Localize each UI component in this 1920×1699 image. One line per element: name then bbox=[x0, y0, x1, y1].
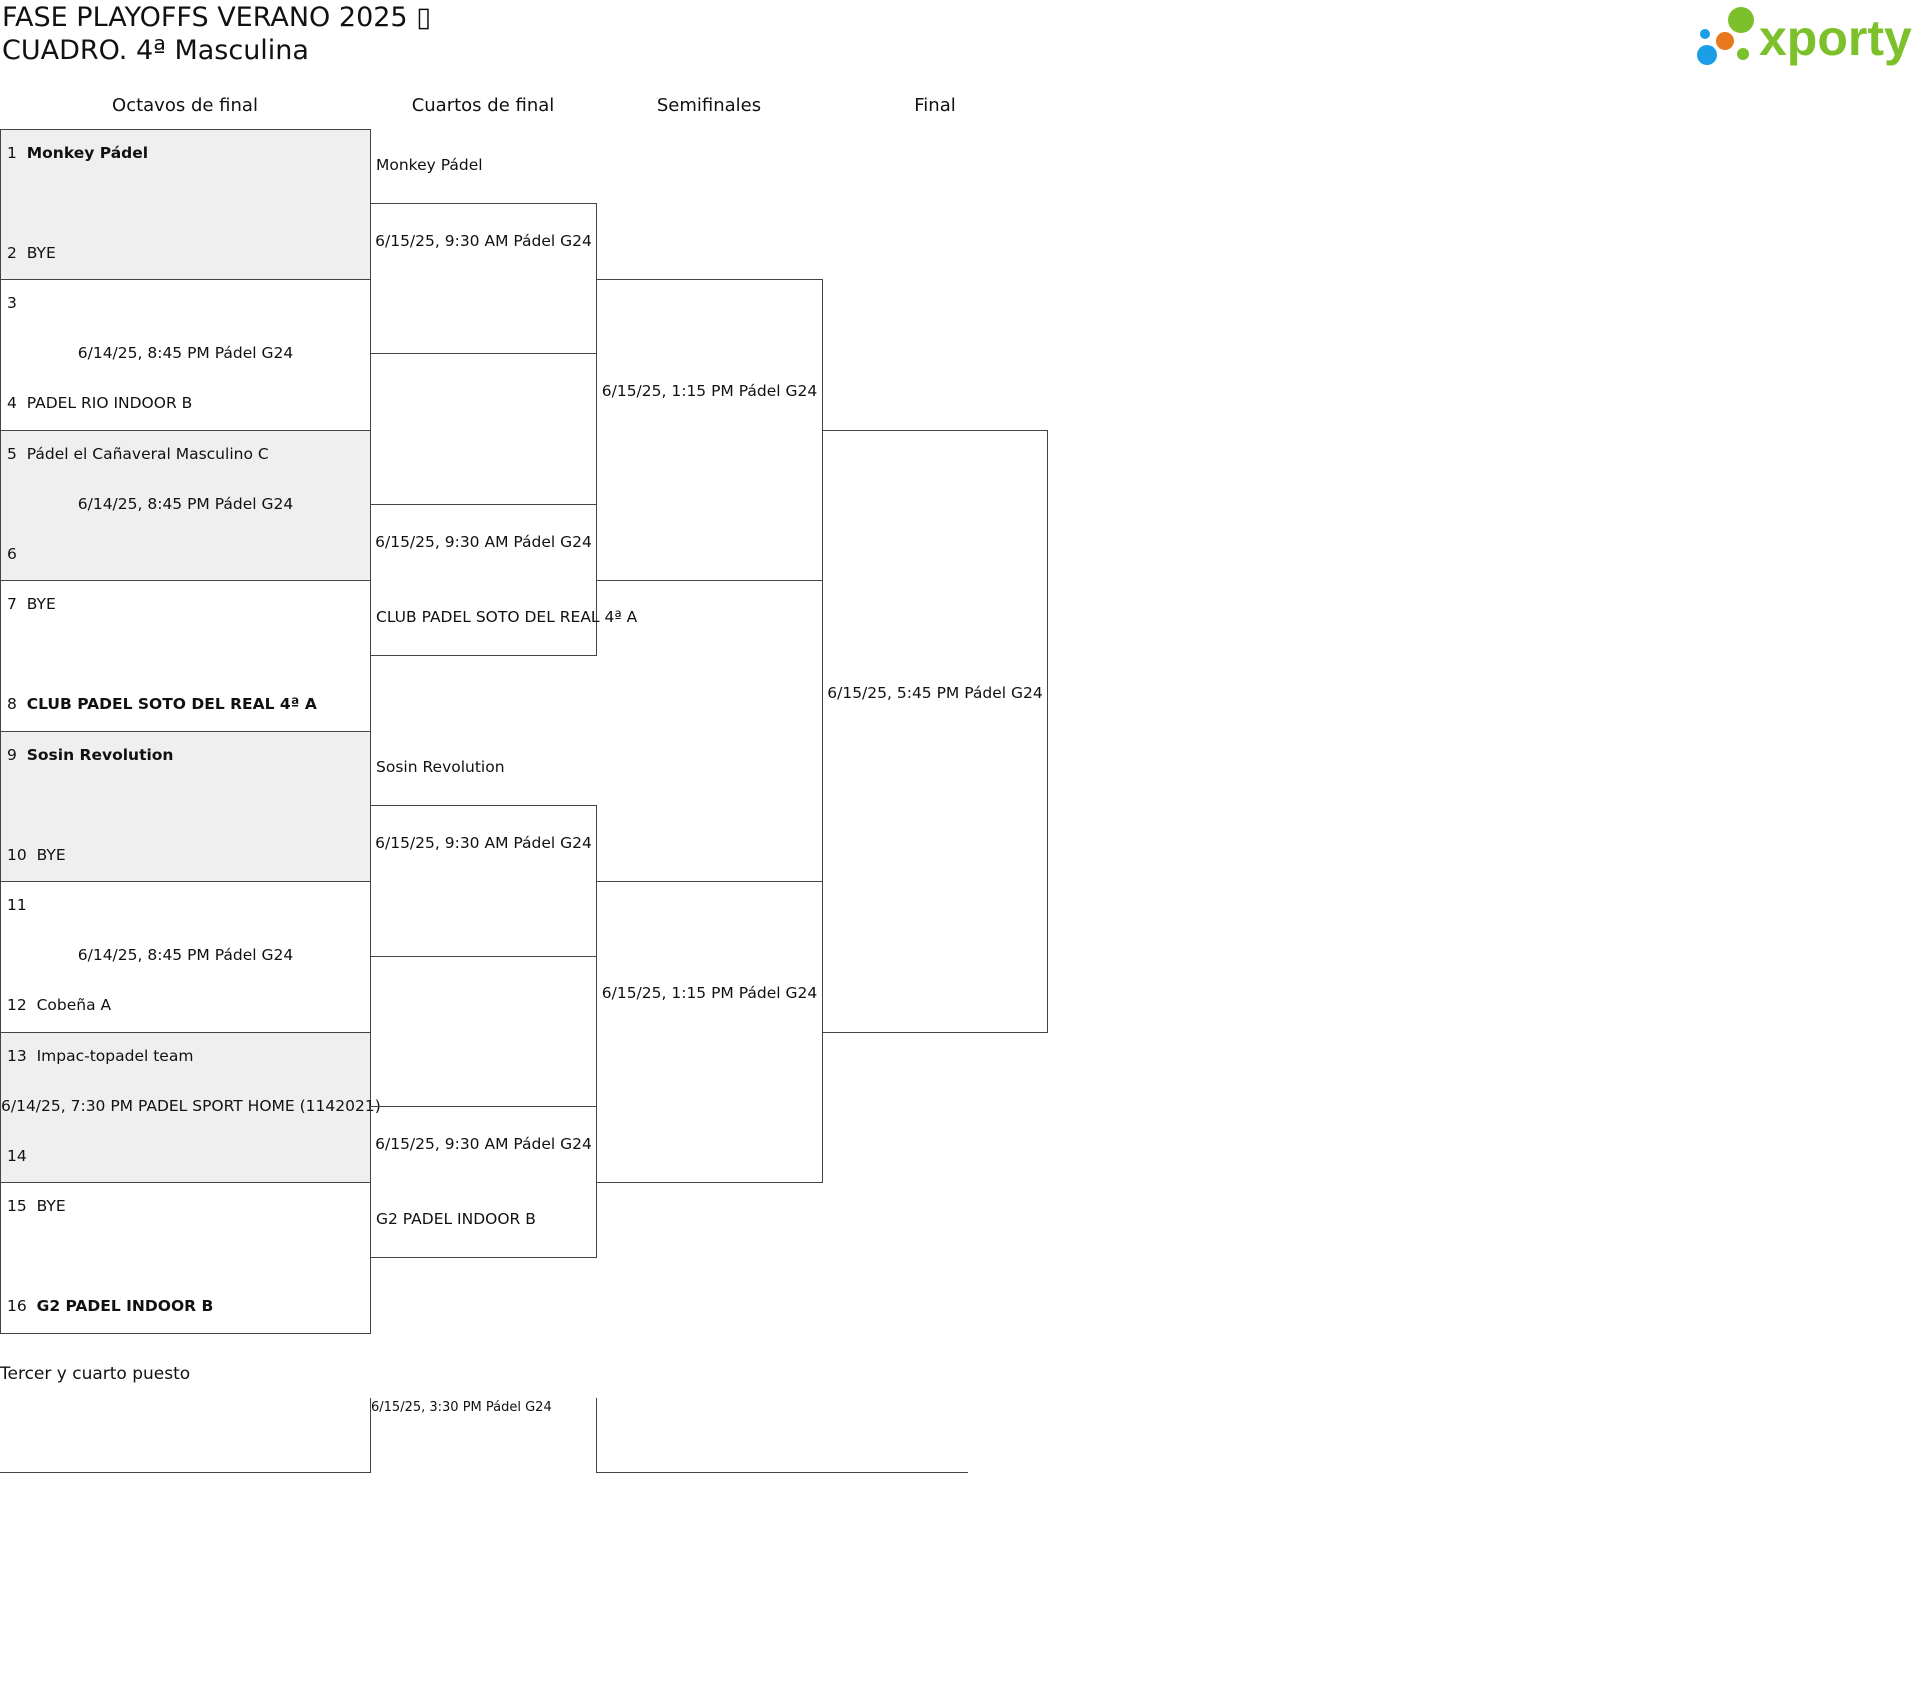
match-info: 6/15/25, 9:30 AM Pádel G24 bbox=[375, 1135, 592, 1153]
match-final[interactable]: 6/15/25, 5:45 PM Pádel G24 bbox=[822, 430, 1048, 1033]
xporty-logo: xporty bbox=[1697, 7, 1912, 66]
team-name: PADEL RIO INDOOR B bbox=[26, 394, 193, 412]
third-place-label: Tercer y cuarto puesto bbox=[0, 1364, 191, 1384]
team-name: CLUB PADEL SOTO DEL REAL 4ª A bbox=[26, 695, 317, 713]
match-r16-7[interactable]: 13 Impac-topadel team 6/14/25, 7:30 PM P… bbox=[0, 1032, 381, 1183]
match-sf-2[interactable]: 6/15/25, 1:15 PM Pádel G24 bbox=[596, 881, 823, 1183]
match-info: 6/15/25, 9:30 AM Pádel G24 bbox=[375, 533, 592, 551]
match-r16-5[interactable]: 9 Sosin Revolution 10 BYE bbox=[0, 731, 371, 882]
qf3-team-a: Sosin Revolution bbox=[376, 758, 505, 776]
team-name: G2 PADEL INDOOR B bbox=[36, 1297, 214, 1315]
team-name: Monkey Pádel bbox=[26, 144, 149, 162]
third-place-line-left-vert bbox=[370, 1398, 371, 1473]
match-info: 6/15/25, 1:15 PM Pádel G24 bbox=[601, 984, 818, 1002]
third-place-line-right bbox=[596, 1472, 968, 1473]
match-qf-2[interactable]: 6/15/25, 9:30 AM Pádel G24 CLUB PADEL SO… bbox=[370, 504, 637, 656]
third-place-line-right-vert bbox=[596, 1398, 597, 1473]
page-subtitle: CUADRO. 4ª Masculina bbox=[2, 35, 309, 66]
match-qf-4[interactable]: 6/15/25, 9:30 AM Pádel G24 G2 PADEL INDO… bbox=[370, 1106, 597, 1258]
logo-dot-green-small bbox=[1737, 48, 1749, 60]
team-name: Pádel el Cañaveral Masculino C bbox=[26, 445, 269, 463]
logo-dot-orange bbox=[1716, 32, 1734, 50]
team-name: BYE bbox=[26, 595, 56, 613]
round-header-semifinales: Semifinales bbox=[656, 95, 762, 116]
match-r16-2[interactable]: 3 6/14/25, 8:45 PM Pádel G24 4 PADEL RIO… bbox=[0, 279, 371, 431]
match-info: 6/15/25, 1:15 PM Pádel G24 bbox=[601, 382, 818, 400]
match-info: 6/15/25, 9:30 AM Pádel G24 bbox=[375, 232, 592, 250]
team-name: Sosin Revolution bbox=[26, 746, 174, 764]
logo-dot-blue-small bbox=[1700, 29, 1710, 39]
round-header-final: Final bbox=[914, 95, 956, 116]
match-qf-3[interactable]: 6/15/25, 9:30 AM Pádel G24 bbox=[370, 805, 597, 957]
qf2-team-b: CLUB PADEL SOTO DEL REAL 4ª A bbox=[376, 608, 638, 626]
match-info: 6/15/25, 5:45 PM Pádel G24 bbox=[827, 684, 1043, 702]
match-qf-1[interactable]: 6/15/25, 9:30 AM Pádel G24 bbox=[370, 203, 597, 354]
match-r16-8[interactable]: 15 BYE 16 G2 PADEL INDOOR B bbox=[0, 1182, 371, 1334]
match-r16-6[interactable]: 11 6/14/25, 8:45 PM Pádel G24 12 Cobeña … bbox=[0, 881, 371, 1033]
team-name: BYE bbox=[36, 1197, 66, 1215]
round-header-cuartos: Cuartos de final bbox=[411, 95, 555, 116]
match-info: 6/15/25, 9:30 AM Pádel G24 bbox=[375, 834, 592, 852]
match-sf-1[interactable]: 6/15/25, 1:15 PM Pádel G24 bbox=[596, 279, 823, 581]
match-r16-1[interactable]: 1 Monkey Pádel 2 BYE bbox=[0, 129, 371, 280]
third-place-line-left bbox=[0, 1472, 370, 1473]
match-info: 6/14/25, 7:30 PM PADEL SPORT HOME (11420… bbox=[1, 1097, 381, 1115]
qf1-team-a: Monkey Pádel bbox=[376, 156, 483, 174]
team-name: BYE bbox=[26, 244, 56, 262]
logo-text: xporty bbox=[1759, 10, 1912, 66]
logo-dot-blue bbox=[1697, 45, 1717, 65]
third-place-info: 6/15/25, 3:30 PM Pádel G24 bbox=[371, 1400, 552, 1415]
qf4-team-b: G2 PADEL INDOOR B bbox=[376, 1210, 536, 1228]
match-info: 6/14/25, 8:45 PM Pádel G24 bbox=[77, 344, 294, 362]
match-r16-3[interactable]: 5 Pádel el Cañaveral Masculino C 6/14/25… bbox=[0, 430, 371, 581]
page-title: FASE PLAYOFFS VERANO 2025 ▯ bbox=[2, 2, 432, 33]
team-name: Cobeña A bbox=[36, 996, 112, 1014]
logo-dot-green bbox=[1728, 7, 1754, 33]
match-info: 6/14/25, 8:45 PM Pádel G24 bbox=[77, 946, 294, 964]
team-name: Impac-topadel team bbox=[36, 1047, 194, 1065]
team-name: BYE bbox=[36, 846, 66, 864]
match-info: 6/14/25, 8:45 PM Pádel G24 bbox=[77, 495, 294, 513]
round-header-octavos: Octavos de final bbox=[112, 95, 258, 116]
match-r16-4[interactable]: 7 BYE 8 CLUB PADEL SOTO DEL REAL 4ª A bbox=[0, 580, 371, 732]
